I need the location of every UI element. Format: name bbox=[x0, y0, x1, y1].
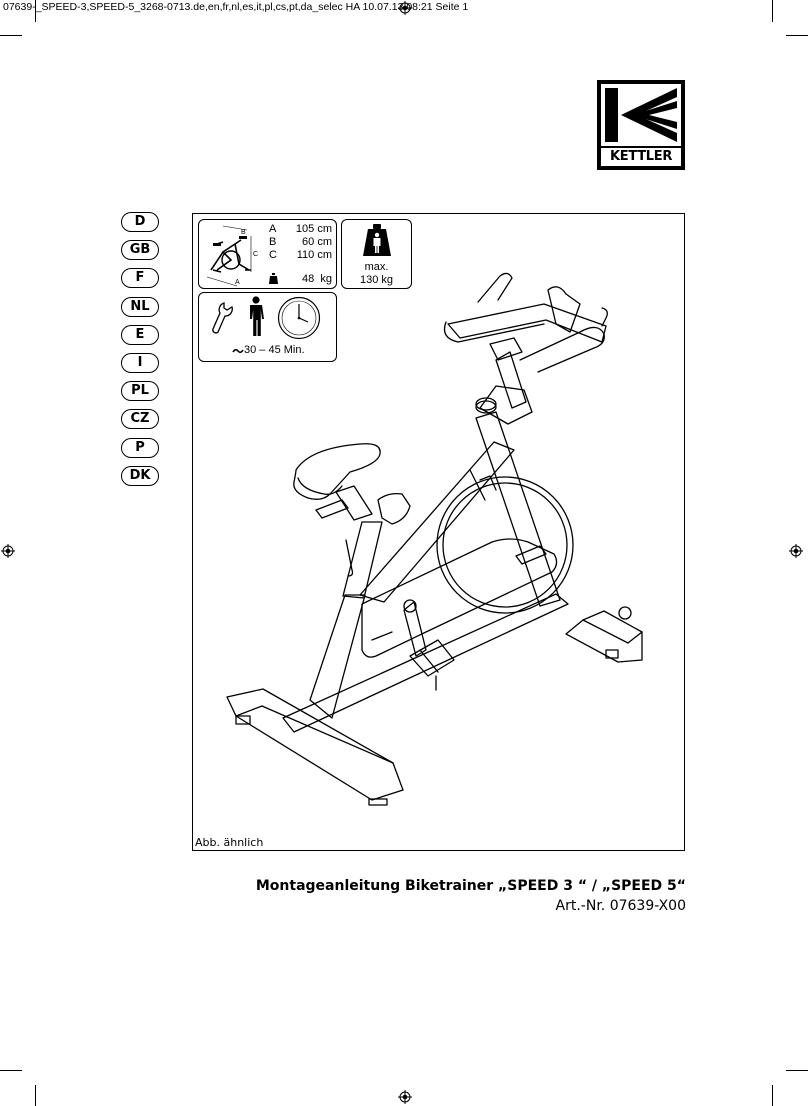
crop-mark bbox=[0, 35, 22, 36]
language-badge-i[interactable]: I bbox=[121, 352, 159, 373]
dim-label-c: C bbox=[253, 251, 258, 258]
wrench-icon bbox=[212, 302, 233, 334]
exercise-bike-illustration bbox=[226, 272, 643, 806]
language-list: D GB F NL E I PL CZ P DK bbox=[121, 212, 159, 494]
kettler-logo-icon bbox=[597, 80, 685, 170]
language-badge-gb[interactable]: GB bbox=[121, 240, 159, 261]
language-badge-d[interactable]: D bbox=[121, 212, 159, 232]
person-icon bbox=[250, 296, 264, 336]
language-badge-pl[interactable]: PL bbox=[121, 381, 159, 402]
crop-mark bbox=[35, 0, 36, 22]
dim-letter-a: A bbox=[269, 223, 277, 235]
language-badge-dk[interactable]: DK bbox=[121, 465, 159, 486]
language-badge-cz[interactable]: CZ bbox=[121, 409, 159, 430]
language-badge-e[interactable]: E bbox=[121, 324, 159, 345]
assembly-time: 30 – 45 Min. bbox=[244, 344, 305, 356]
product-weight: 48 kg bbox=[302, 273, 332, 285]
language-badge-p[interactable]: P bbox=[121, 437, 159, 458]
registration-mark-icon bbox=[398, 1, 412, 15]
kettler-logo: KETTLER bbox=[597, 80, 685, 170]
logo-brand-text: KETTLER bbox=[609, 149, 673, 164]
weight-icon bbox=[269, 273, 278, 284]
crop-mark bbox=[772, 0, 773, 22]
registration-mark-icon bbox=[398, 1090, 412, 1104]
crop-mark bbox=[786, 1070, 808, 1071]
dim-value-c: 110 cm bbox=[296, 249, 332, 261]
dim-value-a: 105 cm bbox=[295, 223, 332, 235]
max-load-value: 130 kg bbox=[359, 274, 394, 286]
max-load-label: max. bbox=[364, 261, 389, 273]
clock-icon bbox=[277, 296, 321, 340]
crop-mark bbox=[786, 35, 808, 36]
registration-mark-icon bbox=[789, 544, 803, 558]
dim-value-b: 60 cm bbox=[302, 236, 332, 248]
registration-mark-icon bbox=[1, 544, 15, 558]
assembly-time-box: 30 – 45 Min. bbox=[198, 292, 337, 362]
language-badge-nl[interactable]: NL bbox=[121, 296, 159, 317]
article-number: Art.-Nr. 07639-X00 bbox=[555, 898, 686, 914]
print-header: 07639-_SPEED-3,SPEED-5_3268-0713.de,en,f… bbox=[3, 1, 469, 13]
bike-outline-icon: B C A bbox=[206, 225, 258, 287]
dim-letter-c: C bbox=[269, 249, 277, 261]
dimensions-box: B C A A 105 cm B 60 cm C 110 cm 48 kg bbox=[198, 219, 337, 289]
max-load-box: max. 130 kg bbox=[341, 219, 412, 289]
illustration-caption: Abb. ähnlich bbox=[195, 836, 264, 849]
person-weight-icon bbox=[363, 224, 391, 256]
document-title: Montageanleitung Biketrainer „SPEED 3 “ … bbox=[255, 878, 686, 894]
dim-label-b: B bbox=[241, 229, 246, 236]
crop-mark bbox=[35, 1085, 36, 1106]
tilde-icon bbox=[232, 348, 244, 354]
crop-mark bbox=[772, 1085, 773, 1106]
illustration-frame bbox=[192, 213, 685, 851]
crop-mark bbox=[0, 1070, 22, 1071]
dim-letter-b: B bbox=[269, 236, 277, 248]
dim-label-a: A bbox=[235, 279, 240, 286]
language-badge-f[interactable]: F bbox=[121, 268, 159, 289]
